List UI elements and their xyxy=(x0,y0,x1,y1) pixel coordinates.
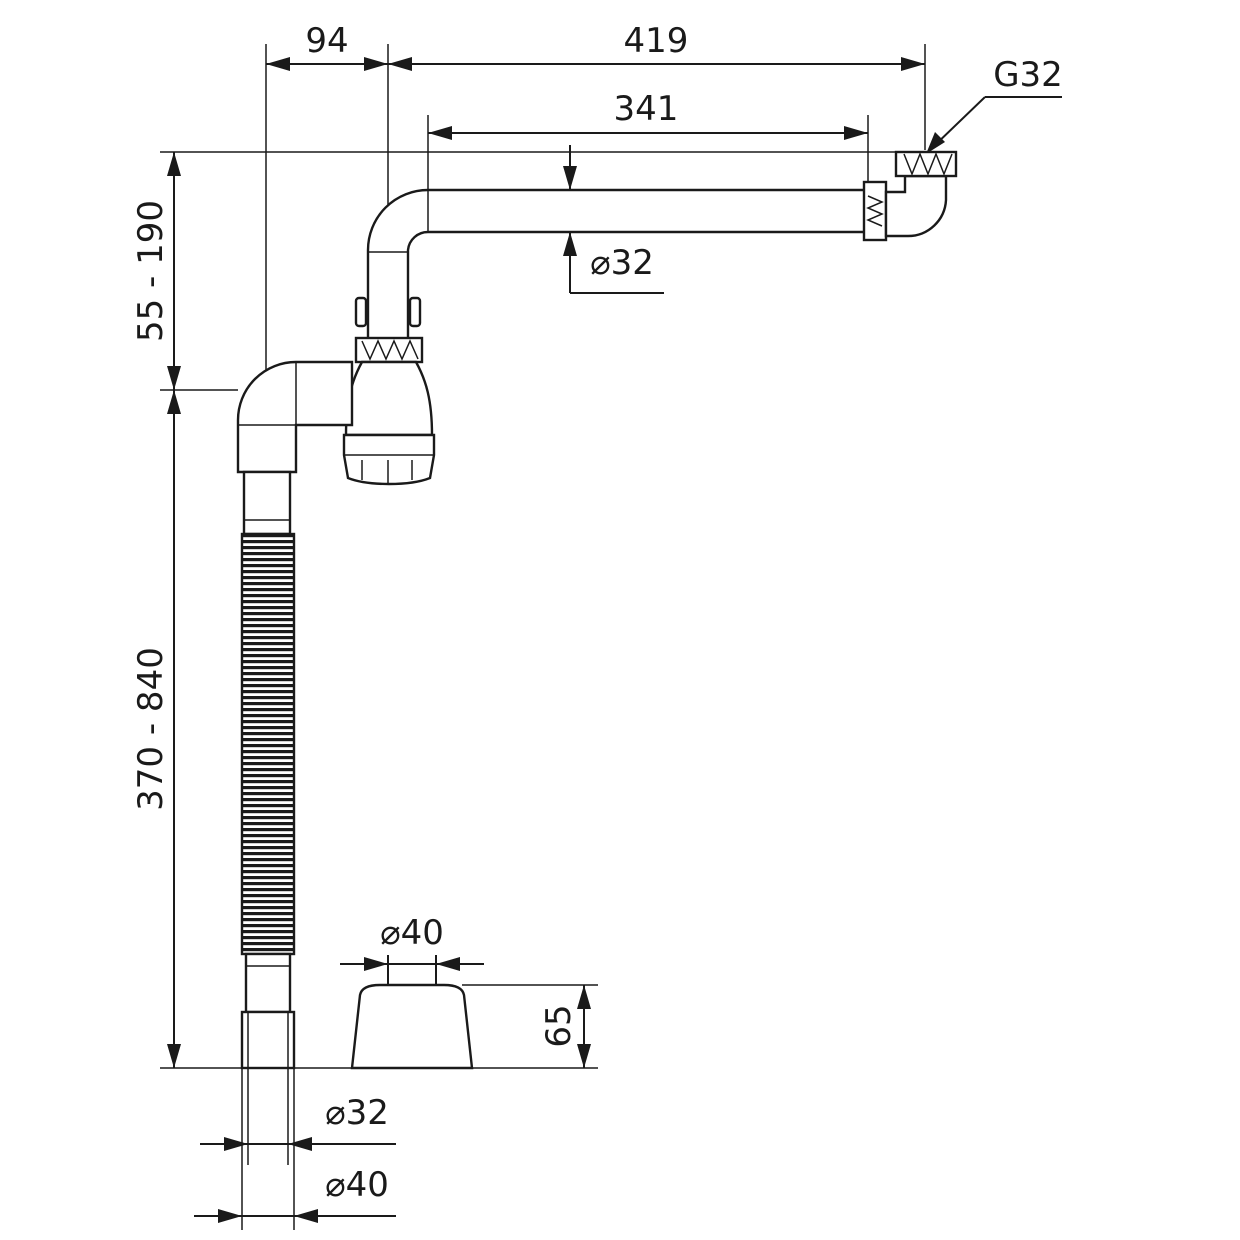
trap-cup xyxy=(342,433,436,486)
label-419: 419 xyxy=(624,21,689,61)
dim-cap-65 xyxy=(577,985,591,1068)
label-g32: G32 xyxy=(993,55,1063,95)
label-94: 94 xyxy=(305,21,348,61)
right-elbow xyxy=(884,174,948,238)
trap-body xyxy=(344,360,434,437)
label-370-840: 370 - 840 xyxy=(131,647,171,811)
dim-outlet-32 xyxy=(200,1068,396,1165)
dim-g32-leader xyxy=(926,96,1062,154)
label-outlet-40: ⌀40 xyxy=(325,1165,389,1205)
label-cap-65: 65 xyxy=(539,1004,579,1047)
overflow-cap xyxy=(350,983,474,1070)
dim-370-840 xyxy=(167,390,181,1068)
pipe-assembly xyxy=(236,150,958,1070)
dim-341 xyxy=(428,126,868,140)
dim-55-190 xyxy=(167,152,181,390)
clip-left xyxy=(354,296,368,328)
label-outlet-32: ⌀32 xyxy=(325,1093,389,1133)
dim-419 xyxy=(388,57,925,71)
label-pipe-32: ⌀32 xyxy=(590,243,654,283)
hose-top-fitting xyxy=(242,470,292,536)
dim-pipe-32 xyxy=(563,145,664,294)
hose-bottom-fitting xyxy=(244,952,292,1014)
side-elbow xyxy=(236,360,354,474)
outlet-pipe xyxy=(240,1010,296,1070)
horizontal-pipe xyxy=(366,188,870,342)
clip-right xyxy=(408,296,422,328)
corrugated-hose xyxy=(240,532,296,956)
label-55-190: 55 - 190 xyxy=(131,200,171,342)
dim-outlet-40 xyxy=(194,1068,396,1230)
dim-cap-40 xyxy=(340,955,484,985)
label-cap-40: ⌀40 xyxy=(380,913,444,953)
g32-nut xyxy=(894,150,958,178)
label-341: 341 xyxy=(614,89,679,129)
dim-94 xyxy=(266,57,388,71)
